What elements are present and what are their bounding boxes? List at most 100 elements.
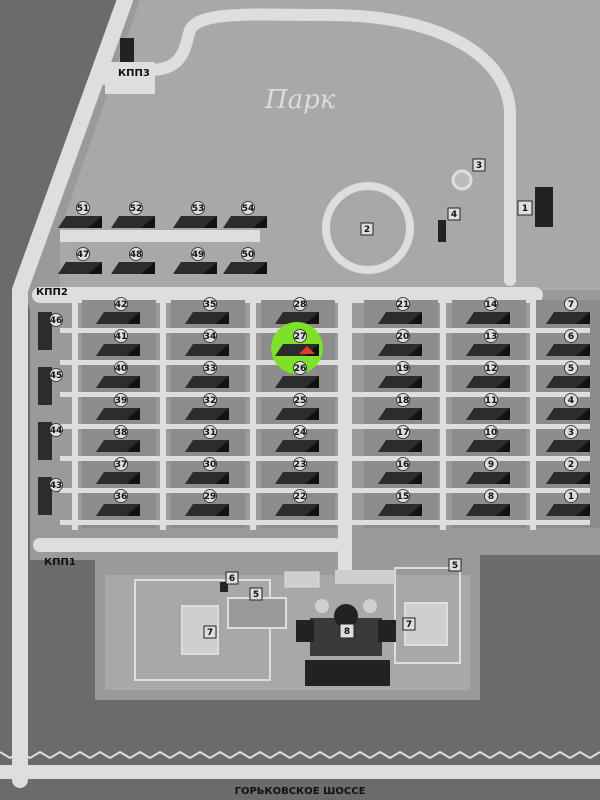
house-33[interactable]: 33 — [185, 361, 229, 389]
house-21[interactable]: 21 — [378, 297, 422, 325]
house-number: 41 — [115, 332, 128, 342]
house-1[interactable]: 1 — [546, 489, 590, 517]
house-40[interactable]: 40 — [96, 361, 140, 389]
house-39[interactable]: 39 — [96, 393, 140, 421]
house-14[interactable]: 14 — [466, 297, 510, 325]
house-31[interactable]: 31 — [185, 425, 229, 453]
house-roof — [466, 376, 510, 388]
house-number: 26 — [294, 364, 307, 374]
house-17[interactable]: 17 — [378, 425, 422, 453]
house-6[interactable]: 6 — [546, 329, 590, 357]
house-roof — [378, 504, 422, 516]
house-42[interactable]: 42 — [96, 297, 140, 325]
house-54[interactable]: 54 — [223, 201, 267, 229]
house-36[interactable]: 36 — [96, 489, 140, 517]
house-27[interactable]: 27 — [271, 322, 323, 374]
house-12[interactable]: 12 — [466, 361, 510, 389]
house-grid: 4241403938373635343332313029282726252423… — [60, 297, 600, 530]
house-43[interactable]: 43 — [38, 477, 63, 515]
house-29[interactable]: 29 — [185, 489, 229, 517]
house-47[interactable]: 47 — [58, 247, 102, 275]
house-32[interactable]: 32 — [185, 393, 229, 421]
house-30[interactable]: 30 — [185, 457, 229, 485]
house-35[interactable]: 35 — [185, 297, 229, 325]
house-roof — [378, 472, 422, 484]
marker-5-right: 5 — [448, 558, 462, 572]
marker-7-left: 7 — [203, 625, 217, 639]
house-34[interactable]: 34 — [185, 329, 229, 357]
house-roof — [38, 422, 52, 460]
house-24[interactable]: 24 — [275, 425, 319, 453]
house-10[interactable]: 10 — [466, 425, 510, 453]
house-11[interactable]: 11 — [466, 393, 510, 421]
house-number-badge — [484, 457, 498, 471]
house-roof-shade — [576, 376, 590, 388]
house-46[interactable]: 46 — [38, 312, 63, 350]
house-22[interactable]: 22 — [275, 489, 319, 517]
house-3[interactable]: 3 — [546, 425, 590, 453]
house-roof-shade — [496, 376, 510, 388]
house-13[interactable]: 13 — [466, 329, 510, 357]
house-16[interactable]: 16 — [378, 457, 422, 485]
house-roof-shade — [408, 312, 422, 324]
house-roof-shade — [305, 504, 319, 516]
house-4[interactable]: 4 — [546, 393, 590, 421]
highway-label: ГОРЬКОВСКОЕ ШОССЕ — [235, 786, 366, 797]
house-roof — [466, 344, 510, 356]
house-5[interactable]: 5 — [546, 361, 590, 389]
house-25[interactable]: 25 — [275, 393, 319, 421]
house-roof — [96, 344, 140, 356]
house-lane-vertical — [440, 300, 446, 530]
house-45[interactable]: 45 — [38, 367, 63, 405]
house-41[interactable]: 41 — [96, 329, 140, 357]
house-18[interactable]: 18 — [378, 393, 422, 421]
house-number: 50 — [242, 250, 255, 260]
house-28[interactable]: 28 — [275, 297, 319, 325]
house-roof — [546, 472, 590, 484]
marker-7-right: 7 — [402, 617, 416, 631]
house-roof-shade — [305, 408, 319, 420]
house-number: 25 — [294, 396, 307, 406]
house-44[interactable]: 44 — [38, 422, 63, 460]
house-roof-shade — [215, 504, 229, 516]
house-51[interactable]: 51 — [58, 201, 102, 229]
svg-text:7: 7 — [207, 628, 213, 638]
house-37[interactable]: 37 — [96, 457, 140, 485]
house-number: 17 — [397, 428, 410, 438]
house-23[interactable]: 23 — [275, 457, 319, 485]
house-roof — [546, 312, 590, 324]
house-roof — [185, 408, 229, 420]
svg-text:5: 5 — [253, 590, 259, 600]
house-roof — [96, 504, 140, 516]
house-number: 13 — [485, 332, 498, 342]
house-number: 30 — [204, 460, 217, 470]
house-roof — [223, 216, 267, 228]
house-8[interactable]: 8 — [466, 489, 510, 517]
house-26[interactable]: 26 — [275, 361, 319, 389]
house-20[interactable]: 20 — [378, 329, 422, 357]
house-roof — [58, 216, 102, 228]
house-2[interactable]: 2 — [546, 457, 590, 485]
house-number-badge — [396, 361, 410, 375]
house-roof-shade — [141, 216, 155, 228]
house-number-badge — [564, 457, 578, 471]
house-49[interactable]: 49 — [173, 247, 217, 275]
house-number-badge — [396, 329, 410, 343]
house-roof — [185, 504, 229, 516]
house-number-badge — [564, 361, 578, 375]
house-roof-shade — [203, 216, 217, 228]
house-number-badge — [396, 425, 410, 439]
house-roof-shade — [215, 312, 229, 324]
house-15[interactable]: 15 — [378, 489, 422, 517]
house-50[interactable]: 50 — [223, 247, 267, 275]
house-48[interactable]: 48 — [111, 247, 155, 275]
house-38[interactable]: 38 — [96, 425, 140, 453]
house-number-badge — [241, 201, 255, 215]
house-number-badge — [396, 489, 410, 503]
house-53[interactable]: 53 — [173, 201, 217, 229]
house-52[interactable]: 52 — [111, 201, 155, 229]
house-19[interactable]: 19 — [378, 361, 422, 389]
house-7[interactable]: 7 — [546, 297, 590, 325]
house-9[interactable]: 9 — [466, 457, 510, 485]
house-roof-shade — [141, 262, 155, 274]
